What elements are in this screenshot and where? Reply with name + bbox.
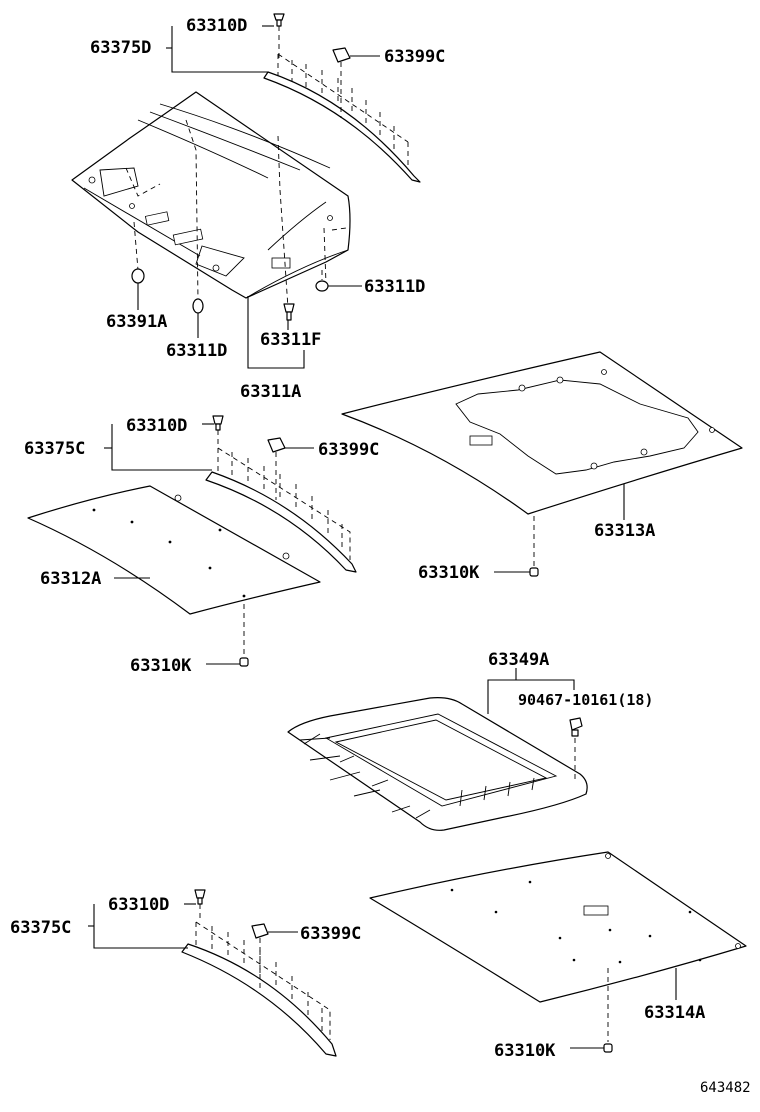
label-63349A: 63349A: [488, 650, 549, 670]
clip-63391A: [131, 268, 145, 284]
strip-63375C-bottom: [181, 921, 337, 1057]
headlining-panel: [71, 91, 351, 299]
clip-63310D-mid: [212, 415, 224, 448]
clip-63310K-right: [529, 516, 539, 577]
label-63375D: 63375D: [90, 38, 151, 58]
clip-63310D-top: [273, 13, 285, 58]
label-63311D-right: 63311D: [364, 277, 425, 297]
label-90467-10161: 90467-10161(18): [518, 691, 653, 709]
label-63312A: 63312A: [40, 569, 101, 589]
clip-63311F: [283, 303, 295, 321]
clip-63310K-mid-left: [239, 604, 249, 667]
leaders-bottom-left: [88, 903, 298, 949]
panel-63312A: [27, 485, 321, 615]
strip-63375C-mid: [205, 447, 357, 573]
label-63311F: 63311F: [260, 330, 321, 350]
label-63399C-mid: 63399C: [318, 440, 379, 460]
label-63310K-mid: 63310K: [130, 656, 192, 676]
label-63375C-bottom: 63375C: [10, 918, 71, 938]
clip-63310D-bottom: [194, 889, 206, 922]
label-63311A: 63311A: [240, 382, 301, 402]
frame-63349A: [287, 697, 588, 831]
panel-63314A: [369, 851, 747, 1003]
clip-63399C-mid: [267, 437, 286, 500]
label-63310D-top: 63310D: [186, 16, 247, 36]
label-63399C-bottom: 63399C: [300, 924, 361, 944]
clip-63399C-top: [332, 47, 351, 118]
strip-63375D: [263, 53, 421, 183]
clip-63311D-right: [315, 270, 329, 292]
label-63311D-left: 63311D: [166, 341, 227, 361]
label-63310D-mid: 63310D: [126, 416, 187, 436]
leaders-bottom-right: [570, 968, 677, 1049]
label-63310K-bottom: 63310K: [494, 1041, 556, 1061]
leaders-mid-right: [494, 484, 625, 573]
label-63310K-right: 63310K: [418, 563, 480, 583]
panel-63313A: [341, 351, 743, 515]
clip-63399C-bottom: [251, 923, 269, 990]
label-63314A: 63314A: [644, 1003, 705, 1023]
label-63310D-bottom: 63310D: [108, 895, 169, 915]
label-63313A: 63313A: [594, 521, 655, 541]
leaders-top: [137, 25, 380, 369]
leaders-frame: [487, 668, 575, 714]
label-63399C-top: 63399C: [384, 47, 445, 67]
screw-90467: [569, 717, 583, 780]
diagram-id: 643482: [700, 1080, 751, 1096]
clip-63311D-left: [192, 298, 204, 314]
headlining-assembly: [71, 91, 351, 309]
leaders-mid-left: [104, 423, 314, 665]
label-63391A: 63391A: [106, 312, 167, 332]
label-63375C-mid: 63375C: [24, 439, 85, 459]
